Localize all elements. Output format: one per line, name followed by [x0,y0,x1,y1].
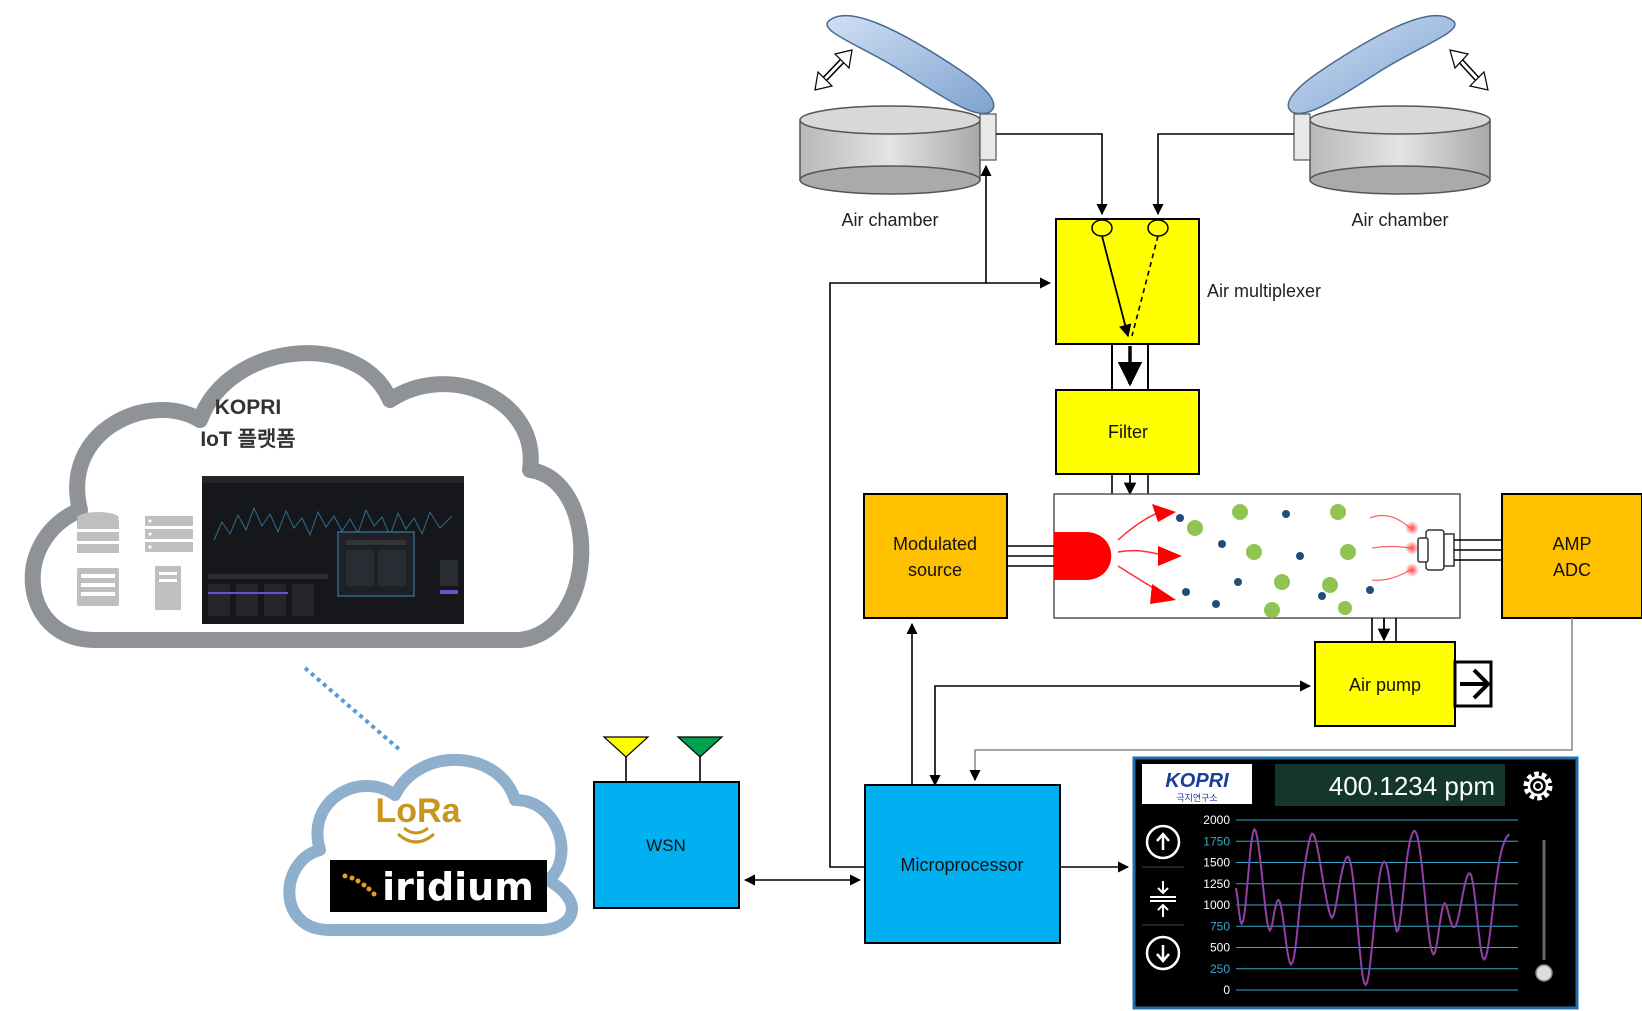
chart-y-tick-label: 250 [1210,962,1230,976]
cloud-link-dotted [303,666,402,752]
gas-cell [1053,493,1461,619]
lora-label: LoRa [376,792,462,830]
air-chamber-left-label: Air chamber [841,210,938,230]
chart-y-tick-label: 500 [1210,941,1230,955]
modulated-source-label-line2: source [908,560,962,580]
lid-motion-arrow-right-icon [1449,49,1489,91]
co2-line-chart: 0 250 500 750 1000 1250 1500 1750 2000 [1203,813,1518,997]
iridium-label: iridium [382,865,534,909]
amp-adc-label-line2: ADC [1553,560,1591,580]
chart-series-line [1235,827,1511,987]
pipe-cell-pump [1371,618,1397,642]
microprocessor-label: Microprocessor [900,855,1023,875]
display-panel: KOPRI 극지연구소 400.1234 ppm [1132,756,1579,1010]
dashboard-screenshot [202,476,464,624]
air-chamber-left: Air chamber [799,14,997,230]
filter-block: Filter [1055,389,1200,475]
chart-y-tick-label: 0 [1223,983,1230,997]
arrow-up-circle-icon[interactable] [1145,824,1181,860]
ir-detector-icon [1417,529,1455,571]
chart-y-tick-label: 1250 [1203,877,1230,891]
wsn-label: WSN [646,836,686,855]
air-pump-label: Air pump [1349,675,1421,695]
antenna-green-icon [676,736,724,758]
cloud-title-line2: IoT 플랫폼 [200,428,295,451]
air-multiplexer-block: Air multiplexer [1055,218,1321,345]
lora-signal-icon [397,826,435,844]
chart-y-tick-label: 750 [1210,919,1230,933]
gear-icon[interactable] [1523,771,1553,801]
pipe-filter-cell [1111,474,1149,496]
tower-pc-icon [155,566,181,610]
microprocessor-block: Microprocessor [864,784,1061,944]
chart-y-tick-label: 1500 [1203,856,1230,870]
logo-text: KOPRI [1165,770,1229,792]
vertical-slider[interactable] [1535,840,1553,982]
iot-platform-cloud: KOPRI IoT 플랫폼 [24,345,590,648]
arrow-down-circle-icon[interactable] [1145,935,1181,971]
pipe-mux-filter [1111,344,1149,390]
wires-source-cell [1007,545,1054,567]
network-cloud: LoRa iridium [283,754,578,936]
wsn-block: WSN [593,736,740,909]
control-line-mux [829,277,1052,868]
pipe-right-chamber-mux [1152,133,1294,216]
ppm-reading: 400.1234 ppm [1329,771,1495,801]
slider-knob[interactable] [1535,964,1553,982]
signal-line-adc [974,618,1573,780]
pipe-left-chamber-mux [996,133,1108,216]
air-multiplexer-label: Air multiplexer [1207,281,1321,301]
filter-label: Filter [1108,422,1148,442]
control-line-pump [929,680,1312,787]
ir-source-icon [1054,532,1112,580]
wires-detector-amp [1454,539,1502,561]
chart-y-tick-label: 1000 [1203,898,1230,912]
amp-adc-block: AMP ADC [1501,493,1642,619]
lid-motion-arrow-left-icon [814,49,853,91]
kopri-logo [1142,764,1252,804]
antenna-yellow-icon [602,736,650,758]
ppm-readout-box [1275,764,1505,806]
server-rack-icon [145,516,193,552]
gas-molecules [1176,504,1374,618]
amp-adc-label-line1: AMP [1552,534,1591,554]
modulated-source-label-line1: Modulated [893,534,977,554]
cloud-title-line1: KOPRI [215,396,282,419]
air-chamber-right: Air chamber [1287,14,1491,230]
database-icon [77,512,119,553]
modulated-source-block: Modulated source [863,493,1008,619]
air-pump-block: Air pump [1314,641,1493,727]
air-chamber-right-label: Air chamber [1351,210,1448,230]
iridium-dots-icon [342,873,377,897]
server-icon [77,568,119,606]
compress-icon[interactable] [1150,881,1176,917]
chart-y-tick-label: 2000 [1203,813,1230,827]
logo-subtext: 극지연구소 [1176,793,1217,804]
chart-y-tick-label: 1750 [1203,834,1230,848]
